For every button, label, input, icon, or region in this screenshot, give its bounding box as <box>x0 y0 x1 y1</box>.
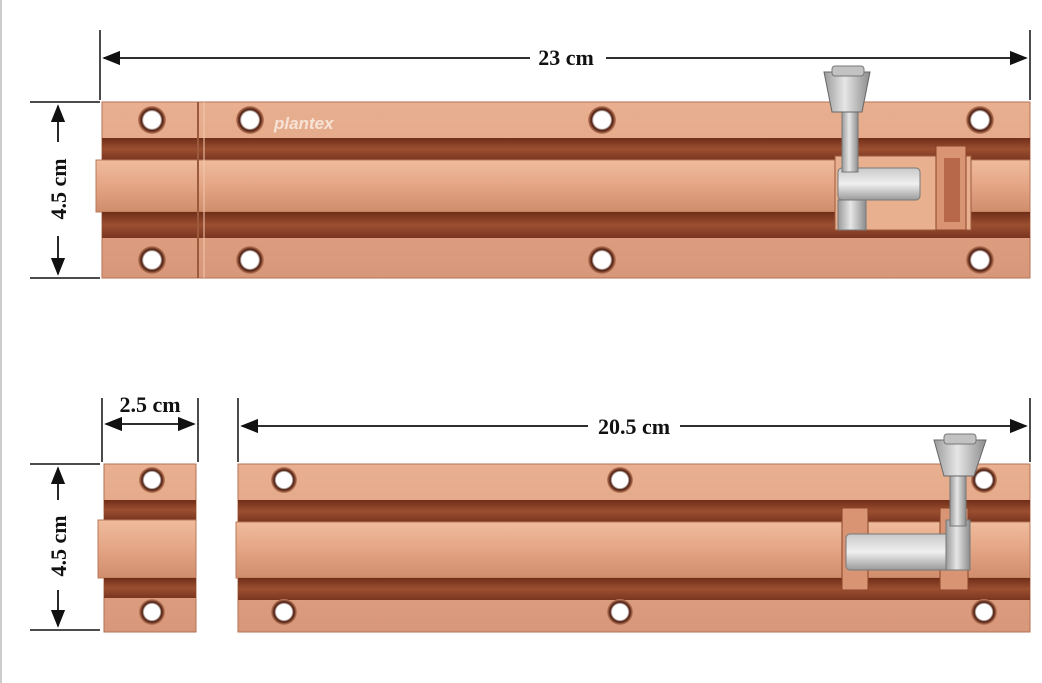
screw-hole <box>139 599 165 625</box>
end-piece <box>97 463 197 633</box>
dim-height-top-label: 4.5 cm <box>46 158 71 219</box>
dim-total-length-label: 23 cm <box>538 45 594 70</box>
dim-body-length-label: 20.5 cm <box>598 414 670 439</box>
screw-hole <box>607 599 633 625</box>
screw-hole <box>236 246 264 274</box>
dim-total-length: 23 cm <box>99 30 1031 100</box>
dim-height-top: 4.5 cm <box>30 101 100 279</box>
screw-hole <box>236 106 264 134</box>
top-bolt: plantex <box>95 65 1031 279</box>
screw-hole <box>966 246 994 274</box>
screw-hole <box>138 246 166 274</box>
screw-hole <box>607 467 633 493</box>
screw-hole <box>271 599 297 625</box>
dim-end-width: 2.5 cm <box>101 392 199 462</box>
dim-end-width-label: 2.5 cm <box>119 392 180 417</box>
screw-hole <box>966 106 994 134</box>
screw-hole <box>971 467 997 493</box>
screw-hole <box>271 467 297 493</box>
main-body-screw-holes <box>271 467 997 625</box>
top-bolt-knob[interactable] <box>823 65 921 231</box>
brand-logo: plantex <box>273 114 335 133</box>
screw-hole <box>138 106 166 134</box>
dim-body-length: 20.5 cm <box>237 398 1031 462</box>
dim-height-bottom-label: 4.5 cm <box>46 515 71 576</box>
screw-hole <box>588 246 616 274</box>
main-body <box>235 433 1031 633</box>
screw-hole <box>971 599 997 625</box>
screw-hole <box>139 467 165 493</box>
top-bolt-screw-holes <box>138 106 994 274</box>
main-body-knob[interactable] <box>845 433 987 571</box>
screw-hole <box>588 106 616 134</box>
top-bolt-upper-groove <box>102 138 1030 160</box>
dim-height-bottom: 4.5 cm <box>30 463 100 631</box>
